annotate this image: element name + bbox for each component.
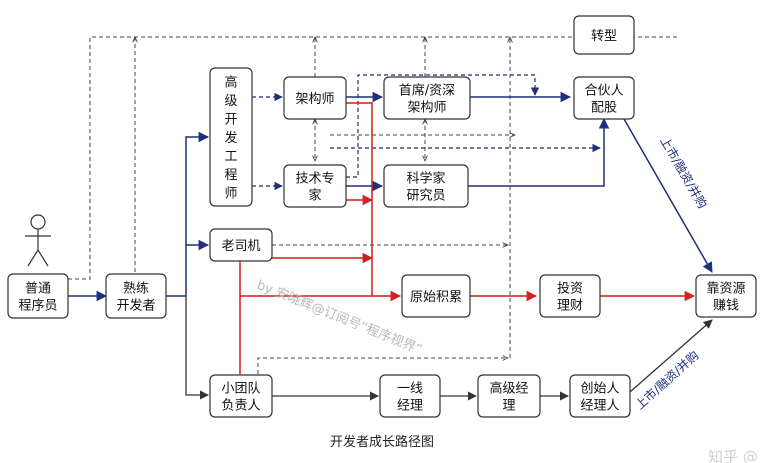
node-box	[401, 274, 471, 318]
node-label-line: 家	[308, 188, 321, 204]
ipo-lower-label: 上市/融资/并购	[632, 347, 702, 412]
node-box	[283, 164, 347, 208]
edge-team-lead-dashed	[257, 358, 508, 374]
node-label-line: 配股	[591, 101, 617, 116]
nodes: 普通程序员熟练开发者高级开发工程师架构师首席/资深架构师合伙人配股转型技术专家科…	[7, 15, 757, 418]
edge-skilled-to-team-lead	[185, 296, 209, 400]
node-label-line: 经理	[397, 399, 423, 414]
node-label-line: 合伙人	[584, 84, 623, 99]
node-box	[379, 374, 441, 418]
node-label-line: 创始人	[580, 382, 619, 397]
node-label-line: 高	[224, 75, 237, 91]
node-veteran: 老司机	[209, 228, 273, 262]
node-label-line: 工	[224, 150, 237, 165]
node-label-line: 首席/资深	[399, 83, 455, 99]
node-label-line: 发	[224, 130, 237, 146]
corner-mark: 知乎 @	[708, 448, 758, 463]
developer-figure-icon	[25, 214, 51, 267]
node-label-line: 架构师	[407, 101, 446, 116]
edge-founder-to-capital	[629, 319, 713, 393]
node-transform: 转型	[573, 15, 635, 55]
node-box	[105, 273, 167, 319]
node-box	[695, 274, 757, 318]
node-label-line: 技术专	[295, 172, 334, 187]
edge-programmer-to-top-bus	[68, 36, 680, 280]
node-label-line: 架构师	[295, 92, 334, 107]
edge-tech-expert-to-partner-dashed	[346, 74, 540, 178]
node-box	[209, 374, 273, 418]
diagram-caption: 开发者成长路径图	[330, 434, 434, 450]
edge-scientist-to-partner	[468, 117, 610, 187]
node-label-line: 一线	[397, 382, 423, 397]
node-label-line: 赚钱	[713, 298, 739, 314]
node-box	[569, 374, 631, 418]
node-box	[383, 164, 469, 208]
node-box	[283, 76, 347, 120]
edge-skilled-to-senior-dev	[166, 131, 210, 297]
node-label-line: 经理人	[580, 399, 619, 414]
node-architect: 架构师	[283, 76, 347, 120]
node-label-line: 普通	[25, 282, 51, 297]
node-box	[573, 76, 635, 120]
ipo-upper-label: 上市/融资/并购	[657, 134, 710, 211]
node-label-line: 理	[502, 399, 515, 414]
node-label-line: 程序员	[18, 299, 57, 314]
edge-partner-to-capital	[623, 118, 713, 273]
node-label-line: 负责人	[221, 399, 260, 414]
node-box	[539, 274, 601, 318]
node-label-line: 高级经	[489, 381, 528, 397]
node-label-line: 开发者	[116, 298, 155, 314]
node-box	[573, 15, 635, 55]
node-label-line: 小团队	[221, 382, 260, 397]
node-label-line: 熟练	[123, 281, 149, 297]
node-box	[383, 76, 471, 120]
node-label-line: 科学家	[406, 171, 445, 187]
node-label-line: 开	[224, 113, 237, 128]
node-box	[477, 374, 541, 418]
node-box	[209, 67, 253, 207]
node-label-line: 程	[224, 168, 237, 183]
node-label-line: 投资	[557, 281, 583, 297]
node-box	[209, 228, 273, 262]
edges	[68, 36, 713, 401]
node-label-line: 靠资源	[706, 282, 745, 297]
node-label-line: 师	[224, 187, 237, 202]
node-label-line: 研究员	[406, 189, 445, 204]
node-label-line: 级	[224, 94, 237, 109]
node-label-line: 转型	[591, 29, 617, 44]
node-label-line: 理财	[557, 299, 583, 314]
node-label-line: 原始积累	[410, 290, 462, 305]
node-label-line: 老司机	[221, 239, 260, 254]
node-accumulation: 原始积累	[401, 274, 471, 318]
watermark: by 安晓辉@订阅号“程序视界”	[255, 278, 424, 358]
node-box	[7, 273, 69, 319]
